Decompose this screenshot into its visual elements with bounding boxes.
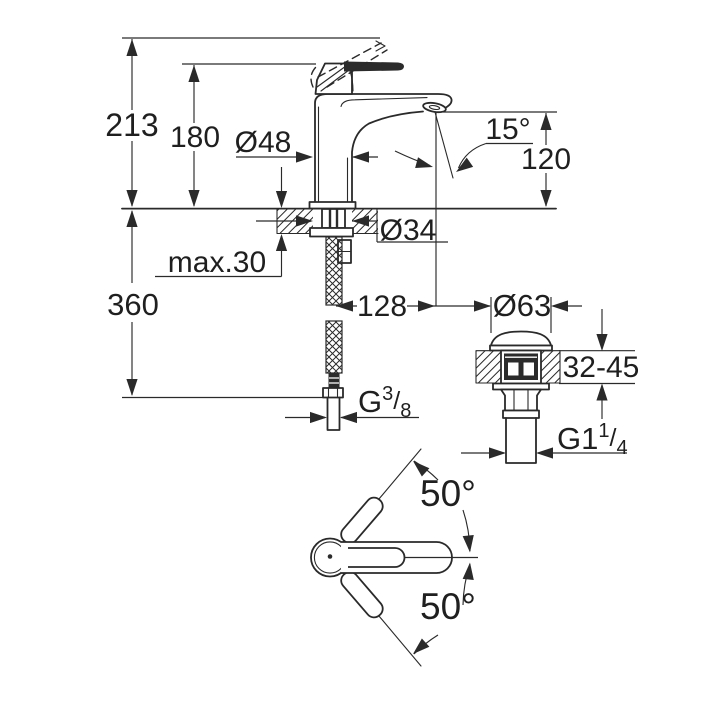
drain-cap — [490, 330, 552, 347]
front-view: 213 180 Ø48 15° 120 — [105, 37, 571, 431]
label-deck-thickness-range: 32-45 — [563, 351, 640, 384]
dimension-height-total: 213 — [105, 37, 380, 207]
dimension-outlet-height: 120 — [443, 111, 571, 207]
label-hose-length: 360 — [107, 287, 159, 322]
drain-deck-section — [475, 350, 561, 384]
label-height-total: 213 — [105, 107, 158, 143]
dimension-swivel-lower: 50° — [409, 561, 476, 659]
dimension-hose-length: 360 — [107, 210, 323, 399]
label-height-body: 180 — [170, 121, 220, 154]
cartridge-center-mark — [327, 554, 333, 559]
dimension-hole-diameter: Ø34 — [256, 209, 448, 247]
supply-hose-assembly — [309, 208, 354, 431]
label-spout-angle: 15° — [485, 113, 530, 146]
lever-handle — [310, 61, 404, 95]
lever-raised-dashed — [317, 40, 388, 88]
dimension-deck-thickness-max: max.30 — [155, 167, 288, 279]
dimension-base-diameter: Ø48 — [235, 126, 378, 163]
dimension-supply-connection: G3/8 — [285, 383, 419, 424]
handle-swivel-positions — [340, 448, 422, 667]
label-supply-connection: G3/8 — [358, 383, 411, 422]
label-spout-reach: 128 — [357, 290, 407, 323]
drain-tailpipe — [505, 417, 537, 464]
faucet-outline — [308, 93, 453, 210]
label-swivel-upper: 50° — [420, 473, 476, 514]
dimension-spout-angle: 15° — [394, 111, 533, 179]
faucet-top-body — [310, 537, 478, 578]
label-drain-connection: G11/4 — [557, 420, 628, 459]
dimension-cap-diameter: Ø63 — [474, 288, 582, 333]
base-plate — [308, 201, 357, 210]
label-outlet-height: 120 — [521, 143, 571, 176]
handle-top-inner — [348, 547, 406, 568]
label-cap-diameter: Ø63 — [493, 288, 552, 323]
lever-blade — [344, 61, 404, 72]
dimension-deck-thickness-range: 32-45 — [559, 309, 639, 419]
label-deck-thickness-max: max.30 — [168, 246, 266, 279]
top-view: 50° 50° — [310, 448, 478, 667]
aerator — [422, 101, 447, 114]
dimension-swivel-upper: 50° — [409, 456, 476, 554]
label-hole-diameter: Ø34 — [380, 214, 437, 247]
label-swivel-lower: 50° — [420, 586, 476, 627]
drain-nut — [500, 388, 542, 412]
dimension-height-body: 180 — [170, 63, 316, 207]
dimension-drain-connection: G11/4 — [461, 420, 628, 459]
drain-body — [489, 330, 553, 464]
drain-view: Ø63 32-45 G11/4 — [461, 288, 639, 464]
label-base-diameter: Ø48 — [235, 126, 292, 159]
